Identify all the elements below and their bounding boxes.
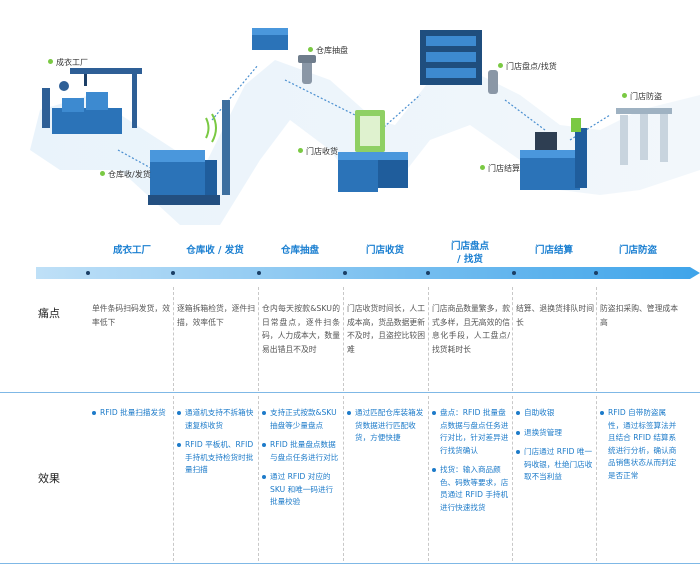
effect-item: RFID 批量扫描发货	[92, 407, 170, 420]
effect-item: 门店通过 RFID 唯一码收银，杜绝门店收取不当利益	[516, 446, 594, 484]
pain-point-store-antitheft: 防盗扣采购、管理成本高	[600, 304, 678, 327]
tag-factory: 成衣工厂	[48, 58, 88, 68]
effect-item: 通过匹配仓库装箱发货数据进行匹配收货，方便快捷	[347, 407, 425, 445]
row-label-effects: 效果	[38, 472, 60, 485]
effect-item: 通道机支持不拆箱快速复核收货	[177, 407, 255, 432]
store-checkout-illustration	[520, 118, 587, 190]
timeline-arrow	[36, 267, 700, 279]
tag-store-antitheft: 门店防盗	[622, 92, 662, 102]
pain-point-warehouse: 逐箱拆箱检货，逐件扫描，效率低下	[177, 304, 255, 327]
effect-item: RFID 平板机、RFID 手持机支持检货时批量扫描	[177, 439, 255, 477]
row-label-pain-points: 痛点	[38, 307, 60, 320]
green-dot-icon	[498, 63, 503, 68]
tag-store-receive: 门店收货	[298, 147, 338, 157]
effect-warehouse: 通道机支持不拆箱快速复核收货 RFID 平板机、RFID 手持机支持检货时批量扫…	[177, 407, 255, 484]
row-divider	[0, 392, 700, 393]
effect-store-checkout: 自助收银 退换货管理 门店通过 RFID 唯一码收银，杜绝门店收取不当利益	[516, 407, 594, 491]
green-dot-icon	[48, 59, 53, 64]
column-divider	[258, 396, 259, 561]
column-divider	[512, 396, 513, 561]
stage-title-store-checkout: 门店结算	[534, 245, 573, 256]
green-dot-icon	[622, 93, 627, 98]
pain-point-spot-check: 仓内每天按款&SKU的日常盘点，逐件扫条码，人力成本大，数量易出错且不及时	[262, 304, 340, 354]
stage-title-factory: 成衣工厂	[112, 245, 151, 256]
green-dot-icon	[298, 148, 303, 153]
spot-check-illustration	[252, 28, 316, 84]
effect-item: RFID 批量盘点数据与盘点任务进行对比	[262, 439, 340, 464]
effect-item: 通过 RFID 对应的 SKU 和唯一码进行批量校验	[262, 471, 340, 509]
pain-point-store-receive: 门店收货时间长，人工成本高，货品数据更新不及时，且盗控比较困难	[347, 304, 425, 354]
factory-illustration	[42, 68, 142, 134]
column-divider	[258, 287, 259, 391]
column-divider	[512, 287, 513, 391]
warehouse-illustration	[148, 100, 230, 205]
column-divider	[428, 287, 429, 391]
column-divider	[343, 396, 344, 561]
stage-title-store-antitheft: 门店防盗	[618, 245, 657, 256]
pain-point-store-checkout: 结算、退换货排队时间长	[516, 304, 594, 327]
flow-arrows	[117, 64, 611, 173]
effect-store-antitheft: RFID 自带防盗属性，通过标签算法并且结合 RFID 结算系统进行分析，确认商…	[600, 407, 678, 489]
green-dot-icon	[100, 171, 105, 176]
effect-item: 支持正式按款&SKU 抽盘等少量盘点	[262, 407, 340, 432]
effect-spot-check: 支持正式按款&SKU 抽盘等少量盘点 RFID 批量盘点数据与盘点任务进行对比 …	[262, 407, 340, 516]
effect-factory: RFID 批量扫描发货	[92, 407, 170, 427]
column-divider	[428, 396, 429, 561]
tag-spot-check: 仓库抽盘	[308, 46, 348, 56]
stage-title-warehouse: 仓库收 / 发货	[186, 245, 244, 256]
effect-item: RFID 自带防盗属性，通过标签算法并且结合 RFID 结算系统进行分析，确认商…	[600, 407, 678, 482]
tag-store-inventory: 门店盘点/找货	[498, 62, 557, 72]
column-divider	[173, 287, 174, 391]
stage-title-store-receive: 门店收货	[365, 245, 404, 256]
pain-point-store-inventory: 门店商品数量繁多，款式多样，且无高效的信息化手段，人工盘点/找货耗时长	[432, 304, 510, 354]
column-divider	[173, 396, 174, 561]
stage-title-spot-check: 仓库抽盘	[280, 245, 319, 256]
effect-item: 退换货管理	[516, 427, 594, 440]
effect-item: 找货：输入商品颜色、码数等要求，店员通过 RFID 手持机进行快速找货	[432, 464, 510, 514]
store-antitheft-illustration	[616, 108, 672, 165]
effect-item: 盘点：RFID 批量盘点数据与盘点任务进行对比，针对差异进行找货确认	[432, 407, 510, 457]
column-divider	[343, 287, 344, 391]
effect-store-inventory: 盘点：RFID 批量盘点数据与盘点任务进行对比，针对差异进行找货确认 找货：输入…	[432, 407, 510, 521]
tag-store-checkout: 门店结算	[480, 164, 520, 174]
green-dot-icon	[480, 165, 485, 170]
green-dot-icon	[308, 47, 313, 52]
stage-title-store-inventory: 门店盘点/ 找货	[450, 241, 489, 265]
column-divider	[596, 396, 597, 561]
timeline-dots	[86, 271, 598, 275]
table-bottom-line	[0, 563, 700, 564]
tag-warehouse: 仓库收/发货	[100, 170, 151, 180]
supply-chain-illustration	[30, 28, 700, 225]
effect-store-receive: 通过匹配仓库装箱发货数据进行匹配收货，方便快捷	[347, 407, 425, 452]
store-inventory-illustration	[420, 30, 498, 94]
column-divider	[596, 287, 597, 391]
store-receive-illustration	[338, 110, 408, 192]
effect-item: 自助收银	[516, 407, 594, 420]
pain-point-factory: 单件条码扫码发货，效率低下	[92, 304, 170, 327]
